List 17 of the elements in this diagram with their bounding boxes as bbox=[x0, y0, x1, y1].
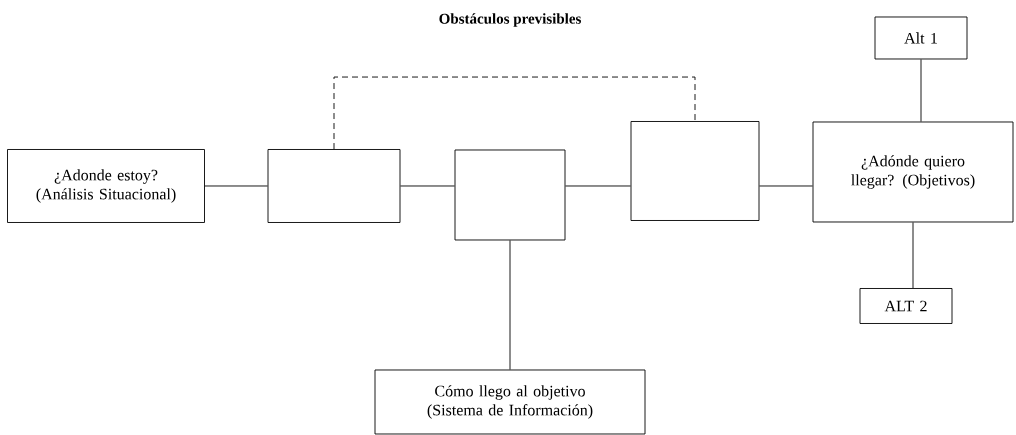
empty-box bbox=[267, 149, 401, 223]
text-box: ¿Adonde estoy? (Análisis Situacional) bbox=[7, 149, 205, 223]
connector-line bbox=[565, 185, 631, 187]
text-box: ALT 2 bbox=[859, 288, 953, 324]
text-box: Alt 1 bbox=[874, 16, 968, 60]
empty-box bbox=[454, 149, 566, 241]
connector-line bbox=[204, 185, 268, 187]
connector-line bbox=[912, 222, 914, 289]
connector-line bbox=[333, 76, 696, 150]
connector-line bbox=[920, 59, 922, 122]
empty-box bbox=[630, 121, 760, 221]
text-box: Cómo llego al objetivo (Sistema de Información) bbox=[374, 369, 646, 435]
text-box: ¿Adónde quiero llegar? (Objetivos) bbox=[812, 121, 1014, 223]
connector-line bbox=[400, 185, 455, 187]
connector-line bbox=[759, 185, 813, 187]
connector-line bbox=[509, 240, 511, 370]
title: Obstáculos previsibles bbox=[439, 13, 581, 27]
